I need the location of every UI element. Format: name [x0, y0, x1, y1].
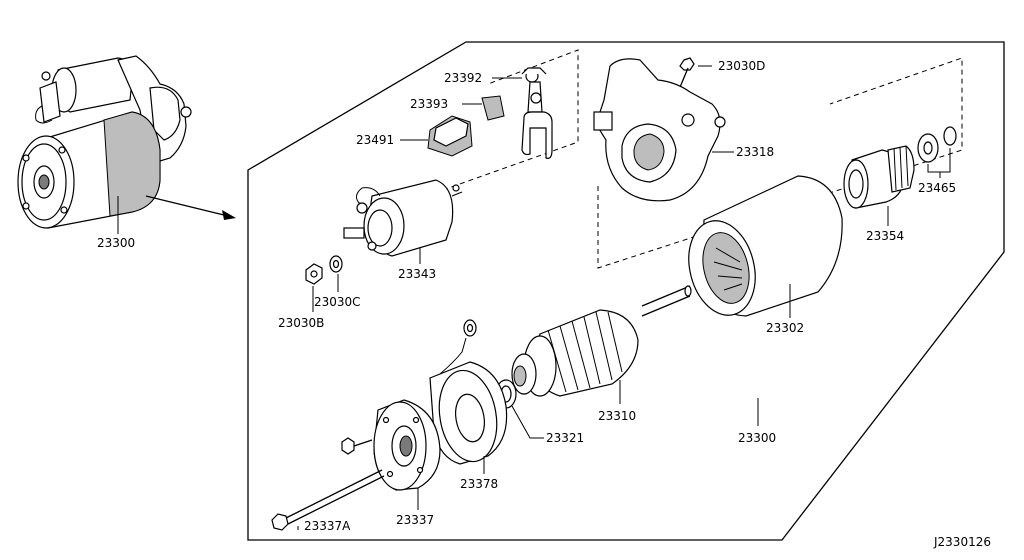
label-solenoid: 23343: [398, 267, 436, 281]
drive-housing-part: [593, 58, 734, 202]
cover-screw: [341, 437, 373, 455]
arrow-to-exploded-view: [145, 195, 236, 220]
solenoid-switch: [343, 179, 463, 264]
rear-cover-part: [373, 399, 441, 510]
through-bolt-part: [271, 469, 385, 531]
snap-ring-set-part: [917, 126, 957, 178]
label-pinion: 23354: [866, 229, 904, 243]
diagram-code: J2330126: [933, 535, 991, 549]
assembled-starter-illustration: [17, 55, 192, 234]
insulator-part: [400, 115, 473, 157]
pinion-part: [843, 145, 915, 226]
brush-holder-part: [429, 319, 508, 474]
dashed-guide-lines: [425, 49, 963, 269]
label-washer-armature: 23321: [546, 431, 584, 445]
label-brush-holder: 23378: [460, 477, 498, 491]
label-snap-ring-set: 23465: [918, 181, 956, 195]
label-rear-cover: 23337: [396, 513, 434, 527]
label-washer: 23030C: [314, 295, 361, 309]
label-through-bolt: 23337A: [304, 519, 351, 533]
label-bolt-housing: 23030D: [718, 59, 765, 73]
label-nut: 23030B: [278, 316, 324, 330]
exploded-view-frame: [247, 41, 1005, 541]
lever-plate-part: [462, 95, 505, 121]
label-yoke: 23302: [766, 321, 804, 335]
housing-bolt: [677, 57, 712, 93]
label-assembly-left: 23300: [97, 236, 135, 250]
armature-part: [511, 285, 692, 404]
label-lever: 23392: [444, 71, 482, 85]
nut-and-washer: [305, 255, 343, 312]
label-armature: 23310: [598, 409, 636, 423]
yoke-part: [688, 175, 843, 318]
label-lever-plate: 23393: [410, 97, 448, 111]
label-assembly-right: 23300: [738, 431, 776, 445]
label-drive-housing: 23318: [736, 145, 774, 159]
shift-lever-part: [492, 67, 553, 159]
label-insulator: 23491: [356, 133, 394, 147]
